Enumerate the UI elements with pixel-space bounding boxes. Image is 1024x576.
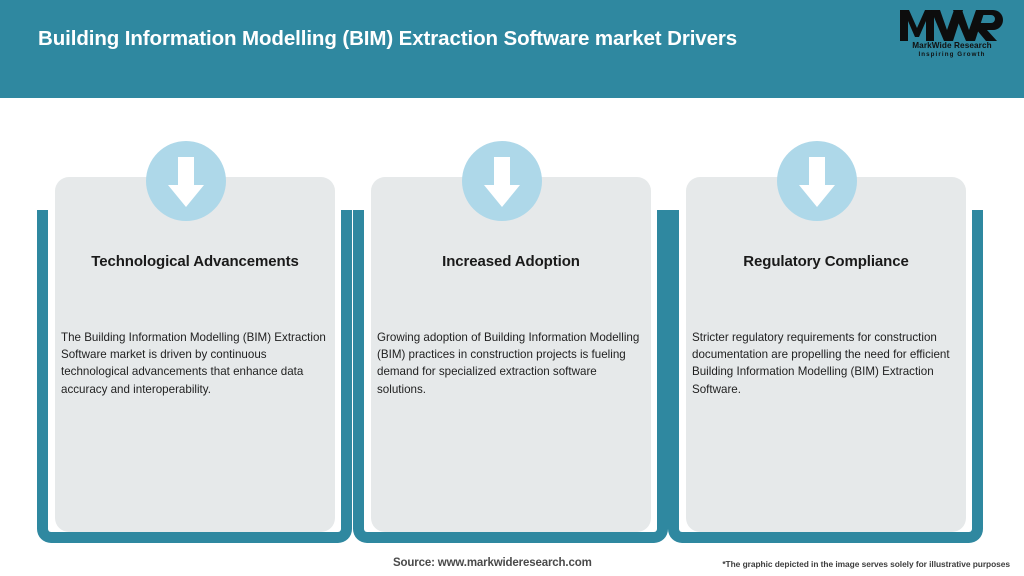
driver-card-2[interactable]: Increased Adoption Growing adoption of B… — [353, 98, 668, 543]
driver-cards-container: Technological Advancements The Building … — [0, 98, 1024, 576]
driver-card-3[interactable]: Regulatory Compliance Stricter regulator… — [668, 98, 983, 543]
brand-logo: MarkWide Research Inspiring Growth — [898, 8, 1006, 66]
card-body-text: Stricter regulatory requirements for con… — [692, 331, 950, 396]
down-arrow-icon — [146, 141, 226, 221]
card-title: Regulatory Compliance — [743, 253, 909, 270]
down-arrow-icon — [462, 141, 542, 221]
logo-tagline: Inspiring Growth — [918, 51, 986, 58]
card-surface: Technological Advancements The Building … — [55, 177, 335, 532]
card-frame-accent — [37, 210, 352, 543]
card-surface: Increased Adoption Growing adoption of B… — [371, 177, 651, 532]
logo-company-name: MarkWide Research — [912, 41, 992, 50]
page-header: Building Information Modelling (BIM) Ext… — [0, 0, 1024, 98]
page-title: Building Information Modelling (BIM) Ext… — [38, 27, 738, 50]
card-body-text: The Building Information Modelling (BIM)… — [61, 331, 326, 396]
down-arrow-icon — [777, 141, 857, 221]
card-frame-accent — [353, 210, 668, 543]
card-body-text: Growing adoption of Building Information… — [377, 331, 640, 396]
card-surface: Regulatory Compliance Stricter regulator… — [686, 177, 966, 532]
card-title: Technological Advancements — [91, 253, 299, 270]
card-frame-accent — [668, 210, 983, 543]
disclaimer-note: *The graphic depicted in the image serve… — [722, 559, 1010, 569]
source-attribution: Source: www.markwideresearch.com — [393, 557, 592, 569]
card-title: Increased Adoption — [442, 253, 580, 270]
driver-card-1[interactable]: Technological Advancements The Building … — [37, 98, 352, 543]
mwr-monogram-icon — [898, 8, 1006, 42]
